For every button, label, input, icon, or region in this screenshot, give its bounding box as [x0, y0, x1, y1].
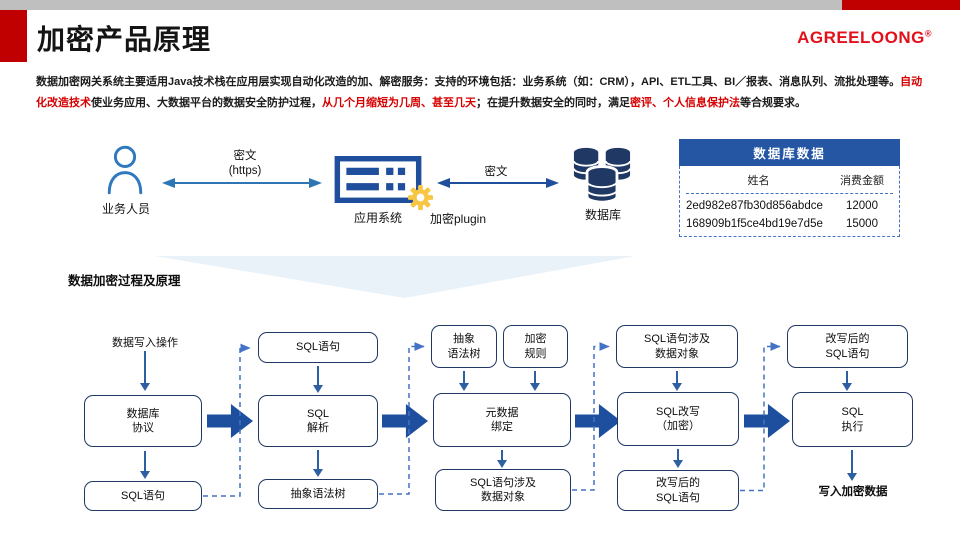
ciphertext-label: 密文: [484, 166, 508, 178]
flow-section-title: 数据加密过程及原理: [68, 274, 181, 288]
flow-box-sql-execute: SQL 执行: [792, 392, 913, 447]
brand-registered-mark: ®: [924, 28, 932, 39]
flow-label-data-write: 数据写入操作: [112, 337, 178, 349]
server-icon: [334, 156, 422, 203]
database-icon: [573, 147, 631, 204]
app-system-label: 应用系统: [353, 211, 402, 225]
cell-name: 2ed982e87fb30d856abdce: [686, 200, 823, 212]
down-arrow: [677, 449, 680, 461]
brand-text: AGREELOONG: [797, 28, 925, 47]
down-arrow: [144, 351, 147, 384]
flow-box-rewritten-sql-1: 改写后的 SQL语句: [617, 470, 739, 511]
flow-box-db-protocol: 数据库 协议: [84, 395, 202, 447]
down-arrow: [851, 450, 854, 474]
database-label: 数据库: [584, 208, 621, 222]
flow-box-sql-statement-2: SQL语句: [258, 332, 378, 363]
table-row: 2ed982e87fb30d856abdce 12000: [686, 194, 893, 212]
intro-seg-1: 数据加密网关系统主要适用Java技术栈在应用层实现自动化改造的加、解密服务：支持…: [36, 76, 901, 88]
column-header-amount: 消费金额: [840, 175, 884, 187]
flow-box-encrypt-rules: 加密 规则: [503, 325, 568, 368]
flow-box-sql-statement-1: SQL语句: [84, 481, 202, 511]
encrypt-plugin-label: 加密plugin: [429, 212, 487, 226]
cell-name: 168909b1f5ce4bd19e7d5e: [686, 218, 823, 230]
gear-icon: [407, 184, 434, 211]
cell-amount: 12000: [846, 200, 878, 212]
column-header-name: 姓名: [747, 175, 770, 187]
down-arrow: [144, 451, 147, 472]
intro-seg-4-red: 从几个月缩短为几周、甚至几天: [322, 97, 476, 110]
funnel-shape: [155, 256, 635, 298]
down-arrow: [317, 366, 320, 386]
db-table-column-headers: 姓名 消费金额: [686, 169, 893, 194]
db-table-body: 姓名 消费金额 2ed982e87fb30d856abdce 12000 168…: [679, 166, 900, 237]
cell-amount: 15000: [846, 218, 878, 230]
page-title: 加密产品原理: [37, 24, 212, 55]
flow-label-write-encrypted-data: 写入加密数据: [818, 486, 888, 498]
down-arrow: [501, 450, 504, 461]
bidirectional-arrow-https-icon: [162, 178, 322, 188]
flow-box-metadata-binding: 元数据 绑定: [433, 393, 571, 447]
flow-box-rewritten-sql-2: 改写后的 SQL语句: [787, 325, 908, 368]
down-arrow: [676, 371, 679, 384]
intro-paragraph: 数据加密网关系统主要适用Java技术栈在应用层实现自动化改造的加、解密服务：支持…: [36, 72, 930, 115]
flow-box-ast-2: 抽象 语法树: [431, 325, 497, 368]
flow-box-sql-parse: SQL 解析: [258, 395, 378, 447]
bidirectional-arrow-db-icon: [437, 178, 559, 188]
down-arrow: [534, 371, 537, 384]
flow-box-sql-rewrite: SQL改写 （加密）: [617, 392, 739, 446]
ciphertext-https-label: 密文 (https): [228, 150, 262, 177]
title-accent-square: [0, 10, 27, 62]
intro-seg-6-red: 密评、个人信息保护法: [630, 97, 740, 110]
down-arrow: [463, 371, 466, 384]
flow-box-sql-objects-1: SQL语句涉及 数据对象: [435, 469, 571, 511]
actor-label: 业务人员: [101, 202, 150, 216]
brand-logo: AGREELOONG®: [797, 28, 932, 48]
dashed-connectors: [203, 342, 781, 497]
db-table-title: 数据库数据: [679, 139, 900, 166]
table-row: 168909b1f5ce4bd19e7d5e 15000: [686, 212, 893, 230]
db-data-table: 数据库数据 姓名 消费金额 2ed982e87fb30d856abdce 120…: [679, 139, 900, 237]
top-bar-gray: [0, 0, 842, 10]
down-arrow: [846, 371, 849, 384]
top-bar-red: [842, 0, 960, 10]
down-arrow: [317, 450, 320, 470]
intro-seg-7: 等合规要求。: [740, 97, 806, 110]
intro-seg-5: ；在提升数据安全的同时，满足: [476, 97, 630, 110]
intro-seg-3: 使业务应用、大数据平台的数据安全防护过程，: [91, 97, 322, 110]
flow-box-ast-1: 抽象语法树: [258, 479, 378, 509]
intro-seg-2-red: 自动化改造技术: [36, 76, 923, 110]
flow-box-sql-objects-2: SQL语句涉及 数据对象: [616, 325, 738, 368]
person-icon: [107, 145, 143, 195]
